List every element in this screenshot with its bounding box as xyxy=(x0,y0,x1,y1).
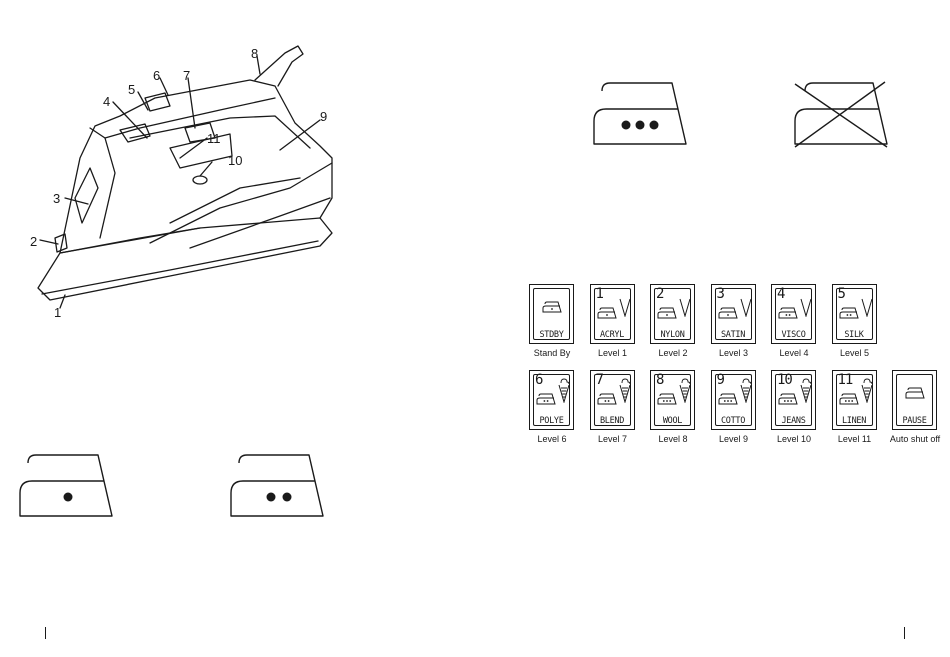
do-not-iron-icon xyxy=(791,81,891,149)
tile-caption: Level 7 xyxy=(578,434,648,444)
tile-fabric-label: POLYE xyxy=(530,416,573,426)
mini-iron-icon xyxy=(905,387,925,399)
mini-iron-icon xyxy=(718,307,738,319)
page-margin-mark-right xyxy=(904,627,905,639)
mini-iron-icon xyxy=(657,393,677,405)
tile-fabric-label: BLEND xyxy=(591,416,634,426)
heat-level-icon xyxy=(740,291,752,317)
mini-iron-icon xyxy=(839,307,859,319)
tile-caption: Level 4 xyxy=(759,348,829,358)
tile-level-number: 7 xyxy=(596,373,603,387)
steam-level-icon xyxy=(800,377,812,403)
callout-11: 11 xyxy=(207,131,221,146)
callout-7: 7 xyxy=(183,68,190,83)
callout-3: 3 xyxy=(53,191,60,206)
tile-fabric-label: WOOL xyxy=(651,416,694,426)
tile-level-number: 10 xyxy=(777,373,792,387)
heat-level-icon xyxy=(679,291,691,317)
tile-level-number: 4 xyxy=(777,287,784,301)
steam-level-icon xyxy=(679,377,691,403)
tile-fabric-label: SILK xyxy=(833,330,876,340)
tile-caption: Level 5 xyxy=(820,348,890,358)
mini-iron-icon xyxy=(839,393,859,405)
tile-caption: Auto shut off xyxy=(880,434,950,444)
tile-caption: Level 1 xyxy=(578,348,648,358)
mini-iron-icon xyxy=(657,307,677,319)
mini-iron-icon xyxy=(718,393,738,405)
callout-1: 1 xyxy=(54,305,61,320)
tile-caption: Stand By xyxy=(517,348,587,358)
tile-level-number: 2 xyxy=(656,287,663,301)
tile-fabric-label: STDBY xyxy=(530,330,573,340)
tile-caption: Level 3 xyxy=(699,348,769,358)
iron-one-dot-icon xyxy=(18,453,114,519)
tile-fabric-label: LINEN xyxy=(833,416,876,426)
callout-5: 5 xyxy=(128,82,135,97)
tile-fabric-label: ACRYL xyxy=(591,330,634,340)
tile-level-number: 5 xyxy=(838,287,845,301)
steam-level-icon xyxy=(558,377,570,403)
callout-4: 4 xyxy=(103,94,110,109)
tile-fabric-label: COTTO xyxy=(712,416,755,426)
steam-level-icon xyxy=(619,377,631,403)
tile-fabric-label: NYLON xyxy=(651,330,694,340)
mini-iron-icon xyxy=(597,307,617,319)
heat-level-icon xyxy=(861,291,873,317)
iron-three-dots-icon xyxy=(592,81,688,147)
steam-level-icon xyxy=(861,377,873,403)
mini-iron-icon xyxy=(536,393,556,405)
iron-two-dots-icon xyxy=(229,453,325,519)
tile-caption: Level 11 xyxy=(820,434,890,444)
callout-9: 9 xyxy=(320,109,327,124)
mini-iron-icon xyxy=(778,307,798,319)
steam-level-icon xyxy=(740,377,752,403)
tile-level-number: 6 xyxy=(535,373,542,387)
tile-level-number: 3 xyxy=(717,287,724,301)
setting-tile: PAUSE xyxy=(892,370,937,430)
callout-8: 8 xyxy=(251,46,258,61)
page-margin-mark-left xyxy=(45,627,46,639)
tile-fabric-label: VISCO xyxy=(772,330,815,340)
tile-level-number: 1 xyxy=(596,287,603,301)
mini-iron-icon xyxy=(542,301,562,313)
callout-2: 2 xyxy=(30,234,37,249)
tile-level-number: 9 xyxy=(717,373,724,387)
callout-10: 10 xyxy=(228,153,242,168)
tile-caption: Level 2 xyxy=(638,348,708,358)
callout-6: 6 xyxy=(153,68,160,83)
iron-illustration xyxy=(20,38,380,338)
tile-caption: Level 6 xyxy=(517,434,587,444)
heat-level-icon xyxy=(800,291,812,317)
tile-caption: Level 8 xyxy=(638,434,708,444)
setting-tile: STDBY xyxy=(529,284,574,344)
setting-tile: 9COTTO xyxy=(711,370,756,430)
tile-fabric-label: PAUSE xyxy=(893,416,936,426)
mini-iron-icon xyxy=(778,393,798,405)
heat-level-icon xyxy=(619,291,631,317)
tile-level-number: 8 xyxy=(656,373,663,387)
tile-level-number: 11 xyxy=(838,373,853,387)
tile-fabric-label: JEANS xyxy=(772,416,815,426)
tile-fabric-label: SATIN xyxy=(712,330,755,340)
tile-caption: Level 9 xyxy=(699,434,769,444)
tile-caption: Level 10 xyxy=(759,434,829,444)
mini-iron-icon xyxy=(597,393,617,405)
